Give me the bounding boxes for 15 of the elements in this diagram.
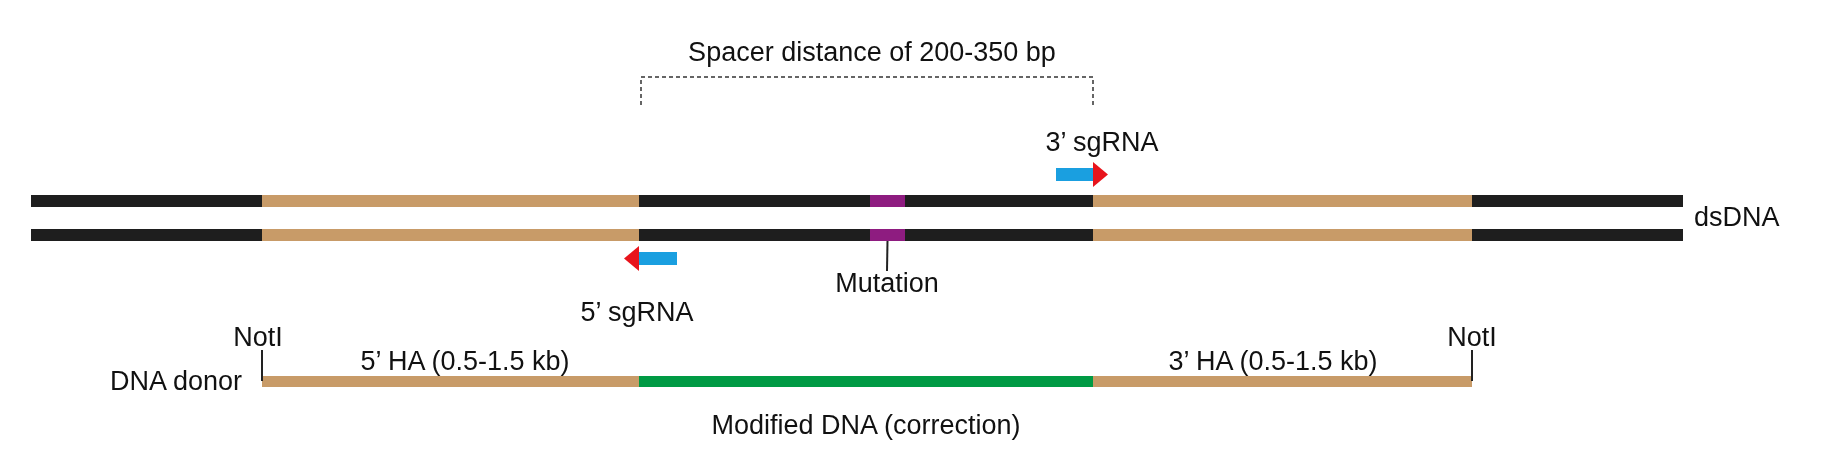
site-label: NotI xyxy=(1447,322,1497,352)
site-label: NotI xyxy=(233,322,283,352)
mutation-label: Mutation xyxy=(835,268,939,298)
segment-label: Modified DNA (correction) xyxy=(711,410,1021,440)
mutation-site xyxy=(870,195,905,241)
distance-label: Spacer distance of 200-350 bp xyxy=(688,37,1056,67)
arm-label: 3’ HA (0.5-1.5 kb) xyxy=(1168,346,1378,376)
leader-line xyxy=(1471,349,1473,382)
leader-line xyxy=(261,349,263,382)
leader-line xyxy=(886,240,889,272)
strand-label: dsDNA xyxy=(1694,202,1780,232)
donor-label: DNA donor xyxy=(109,366,242,396)
arm-label: 5’ HA (0.5-1.5 kb) xyxy=(360,346,570,376)
sgrna-label: 3’ sgRNA xyxy=(1045,127,1159,157)
sgrna-label: 5’ sgRNA xyxy=(580,297,694,327)
